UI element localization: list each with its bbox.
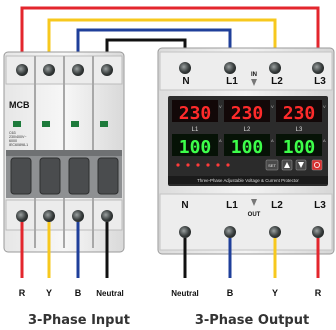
unit-volt: V — [219, 104, 222, 109]
voltage-reading-l1: 230 — [179, 103, 212, 124]
screw-icon — [72, 64, 84, 76]
mcb-rating-line: IEC60898-1 — [9, 143, 28, 147]
current-displays: 100 100 100 A A A — [172, 134, 326, 158]
output-title: 3-Phase Output — [195, 313, 309, 328]
screw-icon — [16, 210, 28, 222]
wire-red-top — [20, 6, 320, 68]
arrow-up-icon — [284, 162, 290, 168]
bottom-terminal-label: L2 — [271, 200, 283, 211]
wire-yellow-top — [47, 18, 277, 68]
screw-icon — [179, 62, 191, 74]
screw-icon — [101, 210, 113, 222]
input-labels: R Y B Neutral — [19, 288, 124, 298]
top-terminal-label: L2 — [271, 76, 283, 87]
input-label-neutral: Neutral — [96, 289, 124, 298]
unit-amp: A — [219, 138, 222, 143]
out-label: OUT — [248, 212, 261, 218]
mcb-rating-line: 230/400V~ — [9, 135, 27, 139]
top-terminal-label: L3 — [314, 76, 326, 87]
mcb-rating: C63 230/400V~ 6000 IEC60898-1 — [9, 131, 28, 147]
voltage-displays: 230 230 230 V V V — [172, 100, 326, 124]
top-terminal-label: N — [182, 76, 189, 87]
screw-icon — [101, 64, 113, 76]
phase-label: L1 — [192, 127, 199, 133]
screw-icon — [224, 62, 236, 74]
set-button-label: SET — [268, 163, 276, 168]
current-reading-l3: 100 — [283, 137, 316, 158]
voltage-current-protector: N L1 L2 L3 IN 230 230 230 V V V L1 L2 L3 — [157, 47, 335, 255]
arrow-down-icon — [298, 162, 304, 168]
output-labels: Neutral B Y R — [171, 288, 322, 298]
in-label: IN — [251, 72, 257, 78]
bottom-terminal-label: N — [181, 200, 188, 211]
unit-volt: V — [323, 104, 326, 109]
screw-icon — [312, 62, 324, 74]
status-leds — [176, 163, 230, 167]
mcb-rating-line: 6000 — [9, 139, 17, 143]
screw-icon — [312, 226, 324, 238]
input-label-b: B — [75, 288, 82, 298]
screw-icon — [224, 226, 236, 238]
set-button[interactable] — [265, 159, 279, 171]
screw-icon — [16, 64, 28, 76]
unit-amp: A — [271, 138, 274, 143]
output-label-y: Y — [272, 288, 278, 298]
input-label-r: R — [19, 288, 26, 298]
top-terminal-label: L1 — [226, 76, 238, 87]
input-wires — [20, 222, 109, 278]
input-title: 3-Phase Input — [28, 313, 130, 328]
power-button[interactable] — [311, 159, 323, 171]
mcb-top-screws — [16, 64, 113, 76]
current-reading-l1: 100 — [179, 137, 212, 158]
mcb-bottom-screws — [16, 210, 113, 222]
mcb-rating-line: C63 — [9, 131, 16, 135]
mcb-breaker: MCB C63 230/400V~ 6000 IEC60898-1 — [3, 51, 125, 253]
screw-icon — [43, 210, 55, 222]
arrow-down-icon — [251, 79, 257, 86]
screw-icon — [269, 226, 281, 238]
bottom-terminal-label: L3 — [314, 200, 326, 211]
screw-icon — [179, 226, 191, 238]
screw-icon — [72, 210, 84, 222]
arrow-down-icon — [251, 199, 257, 206]
voltage-reading-l2: 230 — [231, 103, 264, 124]
protector-top-screws — [179, 62, 324, 74]
screw-icon — [43, 64, 55, 76]
unit-volt: V — [271, 104, 274, 109]
protector-bottom-screws — [179, 226, 324, 238]
unit-amp: A — [323, 138, 326, 143]
output-label-b: B — [227, 288, 234, 298]
voltage-reading-l3: 230 — [283, 103, 316, 124]
mcb-brand: MCB — [9, 100, 30, 110]
output-label-neutral: Neutral — [171, 289, 199, 298]
power-icon — [313, 161, 320, 168]
screw-icon — [269, 62, 281, 74]
product-name: Three-Phase Adjustable Voltage & Current… — [197, 178, 299, 183]
output-wires — [183, 238, 320, 278]
bottom-terminal-label: L1 — [226, 200, 238, 211]
input-label-y: Y — [46, 288, 52, 298]
phase-label: L3 — [296, 127, 303, 133]
current-reading-l2: 100 — [231, 137, 264, 158]
output-label-r: R — [315, 288, 322, 298]
phase-label: L2 — [244, 127, 251, 133]
